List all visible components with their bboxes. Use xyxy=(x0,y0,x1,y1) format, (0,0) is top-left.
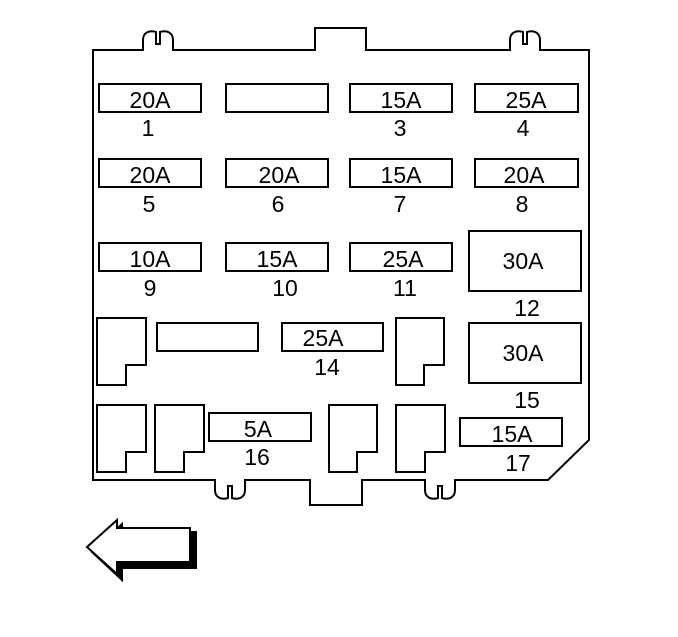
relay-4 xyxy=(154,404,205,473)
fuse-6: 20A 6 xyxy=(225,158,329,217)
fuse-2-empty xyxy=(225,83,329,113)
relay-1 xyxy=(96,317,147,386)
fuse-16-number: 16 xyxy=(244,444,270,470)
fuse-6-rating: 20A xyxy=(259,162,301,188)
relay-3 xyxy=(96,404,147,473)
fuse-5-rating: 20A xyxy=(130,162,172,188)
fuse-7-number: 7 xyxy=(394,191,407,217)
fuse-3: 15A 3 xyxy=(349,83,453,141)
fuse-block-outline xyxy=(92,27,590,506)
fuse-5: 20A 5 xyxy=(98,158,202,217)
fuse-8: 20A 8 xyxy=(474,158,579,217)
fuse-15-rating: 30A xyxy=(503,340,545,366)
fuse-4: 25A 4 xyxy=(474,83,579,141)
fuse-17: 15A 17 xyxy=(459,417,563,476)
fuse-1-rating: 20A xyxy=(130,87,172,113)
fuse-14-rating: 25A xyxy=(303,325,345,351)
fuse-13-empty xyxy=(156,322,259,352)
fuse-11: 25A 11 xyxy=(349,242,453,301)
fuse-10: 15A 10 xyxy=(225,242,329,301)
fuse-11-number: 11 xyxy=(393,275,417,301)
fuse-10-number: 10 xyxy=(272,275,298,301)
fuse-7-rating: 15A xyxy=(381,162,423,188)
left-arrow-icon xyxy=(85,517,197,583)
fuse-6-number: 6 xyxy=(272,191,285,217)
fuse-17-rating: 15A xyxy=(492,421,534,447)
fuse-15: 30A 15 xyxy=(468,322,582,413)
fuse-16: 5A 16 xyxy=(208,412,312,470)
fuse-15-number: 15 xyxy=(514,387,540,413)
relay-6 xyxy=(395,404,446,473)
relay-5 xyxy=(328,404,378,473)
fuse-9-number: 9 xyxy=(144,275,157,301)
fuse-9-rating: 10A xyxy=(130,246,172,272)
fuse-8-rating: 20A xyxy=(504,162,546,188)
relay-2 xyxy=(395,317,445,386)
fuse-17-number: 17 xyxy=(505,450,531,476)
fuse-5-number: 5 xyxy=(143,191,156,217)
fuse-8-number: 8 xyxy=(516,191,529,217)
fuse-4-rating: 25A xyxy=(506,87,548,113)
fuse-3-number: 3 xyxy=(394,115,407,141)
fuse-10-rating: 15A xyxy=(257,246,299,272)
fuse-1: 20A 1 xyxy=(98,83,202,141)
fuse-1-number: 1 xyxy=(142,115,155,141)
fuse-4-number: 4 xyxy=(517,115,530,141)
fuse-14: 25A 14 xyxy=(281,322,384,380)
fuse-12-number: 12 xyxy=(514,295,540,321)
fuse-12: 30A 12 xyxy=(468,230,582,321)
fuse-14-number: 14 xyxy=(314,354,340,380)
fuse-9: 10A 9 xyxy=(98,242,202,301)
fuse-7: 15A 7 xyxy=(349,158,453,217)
fuse-11-rating: 25A xyxy=(383,246,425,272)
fuse-16-rating: 5A xyxy=(244,416,273,442)
fuse-12-rating: 30A xyxy=(503,248,545,274)
fuse-3-rating: 15A xyxy=(381,87,423,113)
